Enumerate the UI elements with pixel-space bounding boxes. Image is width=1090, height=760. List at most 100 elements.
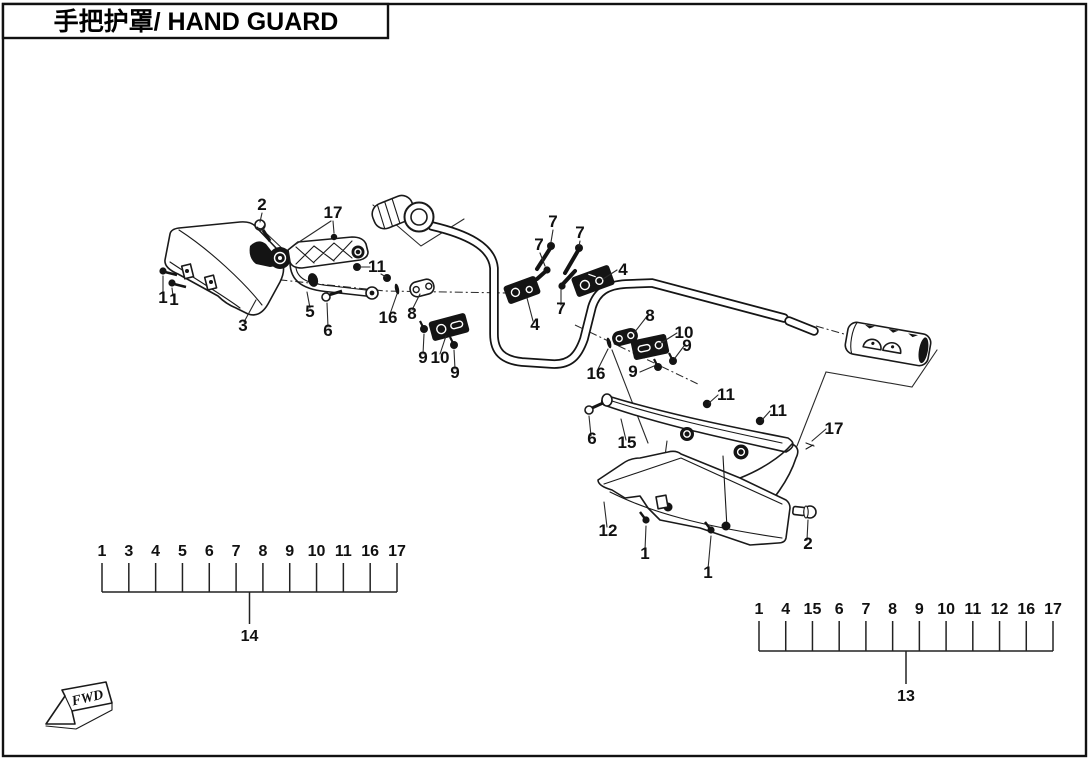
table-part-number: 17 <box>1044 601 1062 618</box>
callout-6: 6 <box>587 429 596 448</box>
clamp-4-hole <box>595 276 604 286</box>
screw-9-shaft <box>653 358 659 368</box>
callout-12: 12 <box>599 521 618 540</box>
table-part-number: 7 <box>861 601 870 618</box>
table-part-number: 9 <box>285 543 294 560</box>
hand-guard-left-crease <box>178 229 263 306</box>
bracket-right-boss-ring <box>736 447 746 457</box>
screw-1 <box>168 279 176 287</box>
clamp-4-left <box>503 276 541 304</box>
bolt-2-cap <box>803 505 809 519</box>
callout-1: 1 <box>158 288 167 307</box>
spacer-8-ring <box>615 334 623 343</box>
table-part-number: 15 <box>804 601 822 618</box>
clamp-4-hole <box>579 279 591 291</box>
bracket-left-boss <box>307 273 319 287</box>
grip-right-tread <box>864 324 919 338</box>
clamp-10-right <box>630 334 670 360</box>
callout-2: 2 <box>257 195 266 214</box>
grip-left-groove <box>377 204 386 230</box>
callout-11: 11 <box>368 257 386 276</box>
clamp-10-hole <box>654 340 664 350</box>
clamp-4-hole <box>510 287 521 298</box>
grip-left-flange <box>403 201 435 233</box>
table-part-number: 10 <box>937 601 955 618</box>
callout-7: 7 <box>575 223 584 242</box>
rivet-11 <box>755 416 765 426</box>
spacer-8-ring <box>627 331 635 340</box>
screw-1-shaft <box>173 282 187 289</box>
callout-7: 7 <box>548 212 557 231</box>
title-box-frame <box>1 2 390 40</box>
grip-left-groove <box>384 201 394 227</box>
callout-8: 8 <box>407 304 416 323</box>
grip-right-arch <box>862 338 882 351</box>
fasteners-guard-right <box>584 401 817 534</box>
trim-clip-17 <box>805 442 815 450</box>
callout-9: 9 <box>628 362 637 381</box>
hub-ring <box>273 251 287 265</box>
screw-1-shaft <box>639 511 647 521</box>
grip-right-capline <box>850 321 858 355</box>
table-part-number: 10 <box>308 543 326 560</box>
table-part-number: 7 <box>232 543 241 560</box>
bracket-left-hub-ring <box>354 248 362 256</box>
grip-left-groove <box>391 198 401 224</box>
callout-17: 17 <box>324 203 343 222</box>
bolt-7 <box>558 269 577 290</box>
callout-11: 11 <box>769 401 787 420</box>
fwd-arrow-shadow <box>45 702 113 730</box>
table-part-number: 9 <box>915 601 924 618</box>
fwd-arrow: FWD <box>45 681 113 730</box>
hand-guard-right-shell <box>597 450 791 546</box>
clamp-4-body <box>503 276 541 304</box>
fasteners-right <box>606 327 677 371</box>
clamps-center <box>503 242 615 304</box>
hand-guard-left-tab-hole <box>185 269 189 273</box>
pin-16 <box>606 337 612 349</box>
callout-5: 5 <box>305 302 314 321</box>
clamp-10-left <box>428 313 470 341</box>
callout-7: 7 <box>556 299 565 318</box>
table-part-number: 4 <box>781 601 790 618</box>
grip-right-endcap <box>918 337 929 364</box>
fwd-label: FWD <box>69 688 104 710</box>
screw-1 <box>159 267 167 275</box>
table-part-number: 11 <box>964 601 981 618</box>
callout-4: 4 <box>530 315 540 334</box>
screw-6-head <box>321 292 331 302</box>
callout-3: 3 <box>238 316 247 335</box>
bracket-left <box>287 236 379 300</box>
table-part-number: 3 <box>124 543 133 560</box>
callout-16: 16 <box>379 308 398 327</box>
bracket-right-end <box>601 393 613 407</box>
screw-9-shaft <box>419 320 425 330</box>
rivets-right <box>702 399 765 426</box>
hand-guard-right-trim <box>739 443 799 518</box>
clamp-10-slot <box>450 320 464 330</box>
handlebar-tube-fill <box>429 223 787 368</box>
callout-6: 6 <box>323 321 332 340</box>
clamp-10-body <box>630 334 670 360</box>
bracket-right-boss-ring <box>683 430 691 438</box>
callout-4: 4 <box>618 260 628 279</box>
callout-1: 1 <box>703 563 712 582</box>
bolt-7-shaft <box>560 269 577 287</box>
callout-8: 8 <box>645 306 654 325</box>
bolt-7 <box>535 242 555 271</box>
callout-leaders <box>162 212 827 570</box>
table-part-number: 1 <box>98 543 107 560</box>
table-part-number: 4 <box>151 543 160 560</box>
hand-guard-right-tab <box>655 494 669 510</box>
callout-10: 10 <box>675 323 694 342</box>
bracket-right-boss <box>733 444 749 460</box>
callout-11: 11 <box>717 385 735 404</box>
clamp-4-right <box>571 265 615 297</box>
screw-6-shaft <box>591 401 604 410</box>
bolt-7-head <box>558 282 566 290</box>
table-part-number: 1 <box>755 601 764 618</box>
